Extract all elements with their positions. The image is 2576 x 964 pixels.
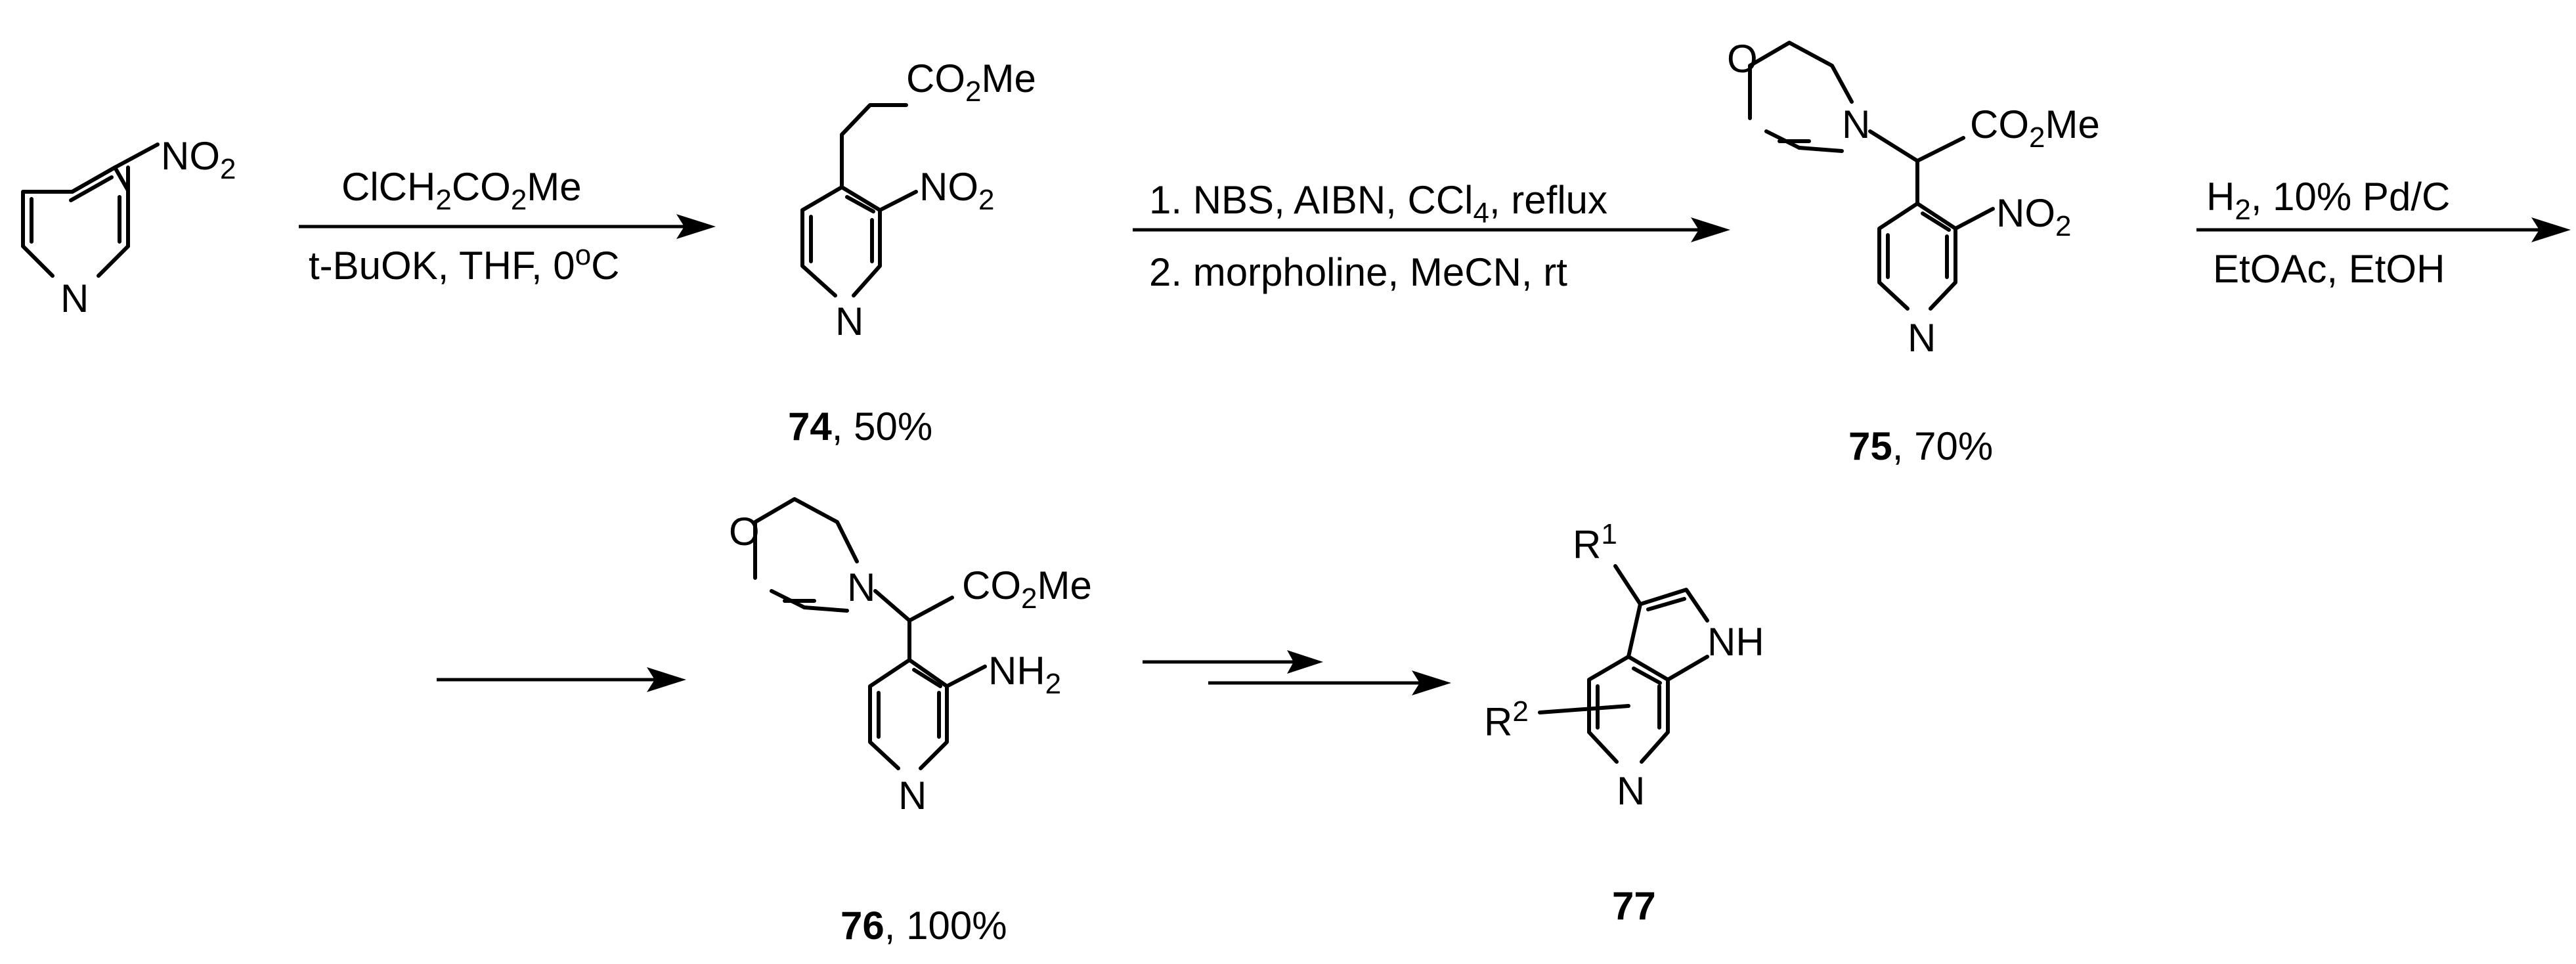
arrow-head (647, 667, 686, 692)
compound-label-74: 74, 50% (788, 405, 932, 449)
reagent-line-1: 1. NBS, AIBN, CCl4, reflux (1149, 178, 1607, 229)
bond (1587, 655, 1670, 764)
bond (753, 497, 859, 609)
reagent-line-2: EtOAc, EtOH (2213, 247, 2445, 291)
bond (1797, 129, 1965, 163)
bond (800, 185, 882, 297)
reagent-line-1: H2, 10% Pd/C (2206, 175, 2450, 226)
bond (877, 668, 942, 739)
atom-label-o: O (1727, 37, 1758, 81)
atom-label-n: N (1908, 316, 1936, 360)
nitro-group-label: NO2 (161, 134, 236, 185)
bond (1748, 41, 1854, 150)
arrow-head (676, 214, 716, 239)
molecule-75: O N CO2Me NO2 N 75, 70% (1727, 37, 2100, 468)
arrow-head (1412, 670, 1451, 695)
bond (1596, 667, 1662, 730)
bond (70, 165, 130, 278)
reaction-arrow-step-3: H2, 10% Pd/C EtOAc, EtOH (2196, 175, 2571, 291)
bond (945, 665, 987, 688)
atom-label-n: N (1842, 102, 1870, 146)
atom-label-n: N (60, 276, 89, 320)
multi-step-arrow (1143, 650, 1451, 695)
bond (1886, 211, 1951, 279)
molecule-77: R1 NH R2 N 77 (1484, 518, 1764, 928)
arrow-head (1287, 650, 1323, 674)
bond (113, 142, 160, 169)
ester-label: CO2Me (1970, 102, 2100, 154)
substituent-r1-label: R1 (1573, 518, 1617, 567)
bond (809, 195, 875, 263)
atom-label-n: N (835, 299, 863, 343)
atom-label-n: N (898, 774, 927, 818)
bond (1538, 704, 1630, 714)
molecule-76: O N CO2Me NH2 N 76, 100% (729, 497, 1092, 948)
bond (1626, 588, 1709, 682)
atom-label-n: N (1617, 769, 1645, 813)
bond (1877, 202, 1957, 311)
nitro-group-label: NO2 (919, 165, 994, 216)
reagent-line-2: 2. morpholine, MeCN, rt (1149, 250, 1567, 294)
reagent-line-1: ClCH2CO2Me (341, 165, 582, 216)
bond (1954, 207, 1995, 230)
substituent-r2-label: R2 (1484, 695, 1529, 744)
bond (802, 589, 954, 623)
compound-label-75: 75, 70% (1848, 424, 1993, 468)
reaction-arrow-step-1: ClCH2CO2Me t-BuOK, THF, 0oC (299, 165, 716, 288)
reagent-line-2: t-BuOK, THF, 0oC (309, 239, 620, 288)
bond (1646, 597, 1686, 611)
bond (30, 175, 121, 244)
molecule-74: CO2Me NO2 N 74, 50% (788, 56, 1036, 449)
amino-group-label: NH2 (988, 649, 1061, 700)
atom-label-o: O (729, 510, 760, 554)
bond (868, 658, 949, 770)
ester-label: CO2Me (962, 563, 1092, 615)
bond (840, 103, 908, 189)
atom-label-n: N (847, 565, 875, 609)
bond (1613, 564, 1642, 606)
arrow-head (2531, 217, 2571, 242)
arrow-head (1691, 217, 1730, 242)
molecule-3-nitropyridine: N NO2 (21, 134, 236, 320)
continuation-arrow (437, 667, 686, 692)
compound-label-77: 77 (1612, 884, 1656, 928)
compound-label-76: 76, 100% (840, 904, 1007, 948)
nitro-group-label: NO2 (1996, 191, 2071, 242)
bond (878, 190, 918, 212)
ester-label: CO2Me (906, 56, 1036, 108)
reaction-arrow-step-2: 1. NBS, AIBN, CCl4, reflux 2. morpholine… (1133, 178, 1730, 294)
atom-label-nh: NH (1707, 620, 1764, 664)
